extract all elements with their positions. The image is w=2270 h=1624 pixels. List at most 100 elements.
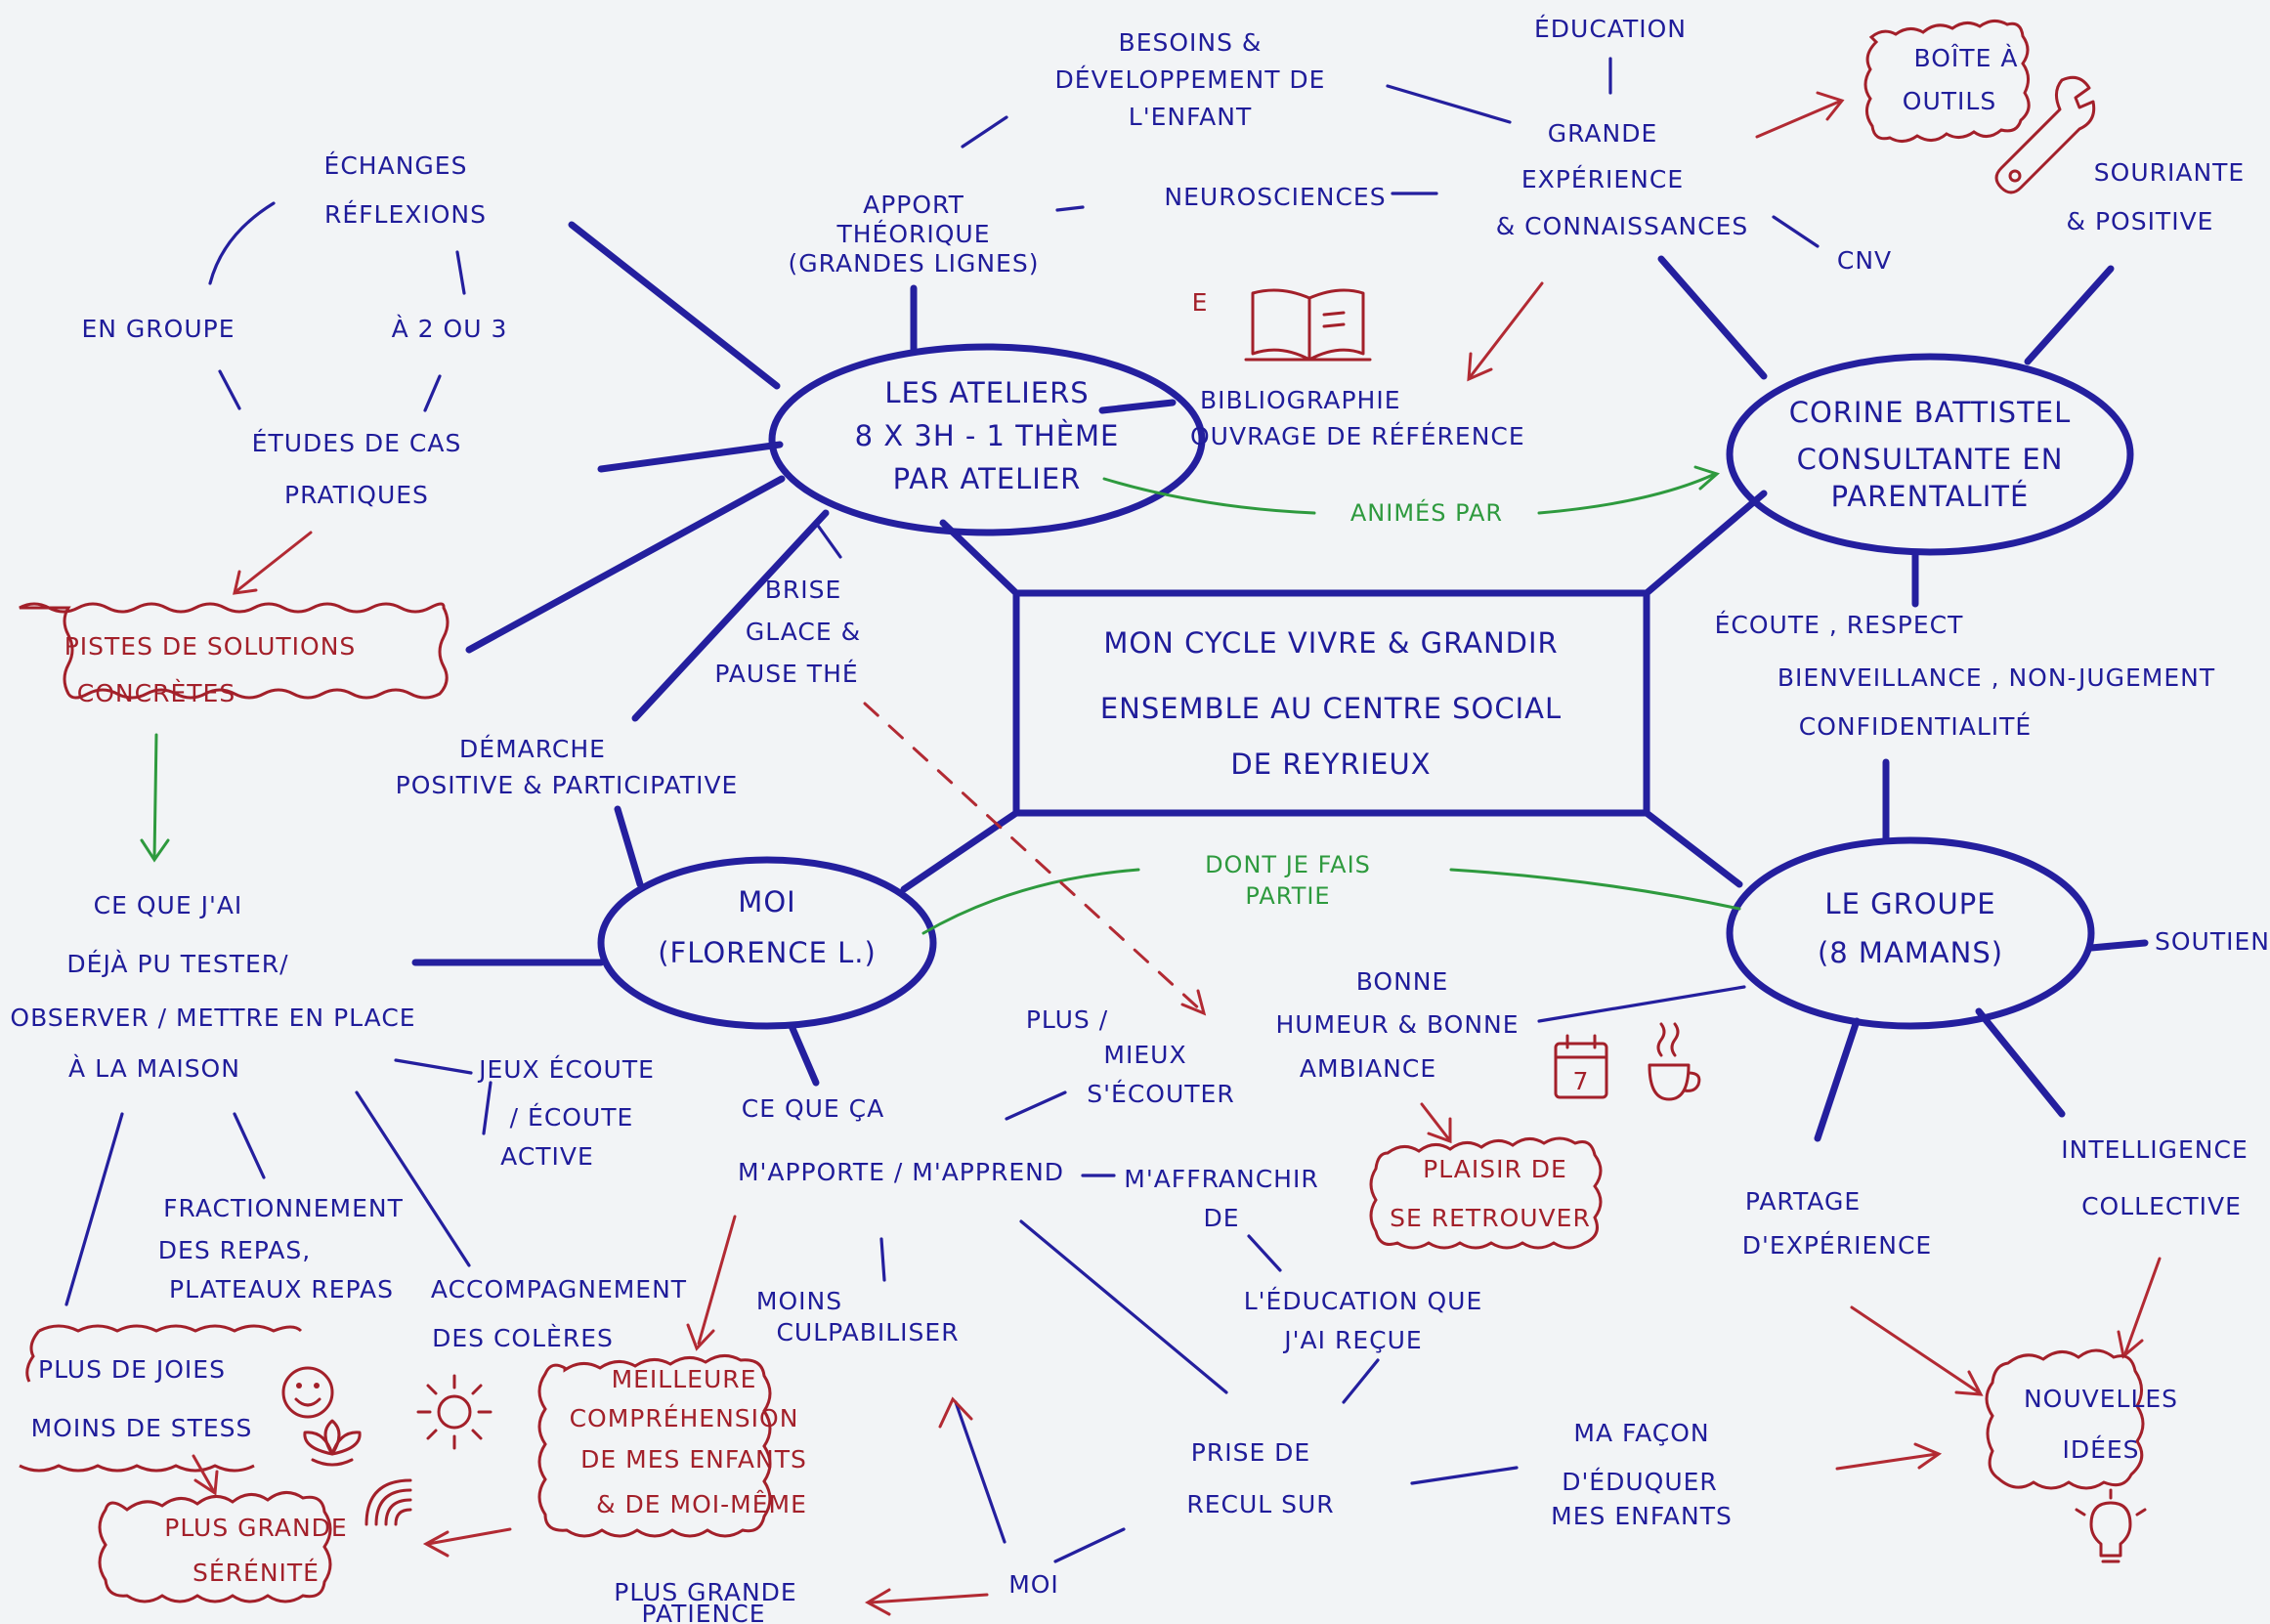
apport-line-2: théorique	[835, 220, 990, 248]
center-line-3: de reyrieux	[1230, 748, 1431, 781]
corine-branches: Éducation Grande expérience & connaissan…	[1386, 15, 2245, 741]
meilleure-line-1: Meilleure	[612, 1365, 757, 1393]
serenite-cloud: Plus grande sérénité	[98, 1491, 512, 1603]
moi-line-2: (Florence L.)	[658, 936, 877, 969]
smiley-icon	[281, 1366, 334, 1419]
echanges-cluster: Échanges réflexions En groupe À 2 ou 3 É…	[81, 151, 506, 509]
ateliers-node: Les ateliers 8 x 3h - 1 thème par atelie…	[465, 221, 1206, 722]
echanges-line-1: Échanges	[324, 151, 468, 180]
brise-line-3: pause thé	[714, 660, 858, 688]
book-mark: E	[1192, 288, 1209, 317]
cnv-label: CNV	[1837, 246, 1892, 275]
brise-cluster: Brise glace & pause thé Démarche positiv…	[396, 576, 1207, 1016]
apport-line-1: Apport	[863, 191, 964, 219]
en-groupe-label: En groupe	[81, 315, 235, 343]
sun-icon	[416, 1374, 493, 1450]
center-line-2: ensemble au centre social	[1100, 692, 1562, 725]
pistes-line-1: Pistes de solutions	[64, 632, 357, 661]
partage-line-2: d'expérience	[1742, 1231, 1932, 1260]
meilleure-cloud: Meilleure compréhension de mes enfants &…	[537, 1354, 807, 1538]
plus-mieux-line-1: Plus /	[1026, 1005, 1108, 1034]
besoins-line-2: développement de	[1055, 65, 1326, 94]
corine-line-3: parentalité	[1831, 480, 2030, 513]
education-label: Éducation	[1534, 15, 1687, 43]
jeux-line-3: active	[500, 1142, 594, 1171]
ce-que-jai-line-1: Ce que j'ai	[94, 891, 243, 919]
plaisir-line-2: se retrouver	[1390, 1204, 1591, 1232]
intelligence-line-2: collective	[2081, 1192, 2242, 1220]
neuro-label: Neurosciences	[1164, 183, 1386, 211]
groupe-line-2: (8 mamans)	[1818, 936, 2003, 969]
ce-que-jai-line-3: observer / mettre en place	[10, 1004, 415, 1032]
plus-mieux-line-2: mieux	[1103, 1041, 1186, 1069]
boite-line-2: outils	[1903, 87, 1996, 115]
ateliers-line-3: par atelier	[893, 462, 1082, 495]
biblio-line-2: ouvrage de référence	[1190, 422, 1525, 450]
green-links: Animés par Dont je fais partie	[921, 465, 1741, 935]
meilleure-line-2: compréhension	[570, 1404, 799, 1432]
bonne-line-1: Bonne	[1356, 967, 1449, 996]
accomp-line-1: Accompagnement	[431, 1275, 687, 1303]
boite-cloud: Boîte à outils	[1863, 20, 2031, 143]
lightbulb-icon	[2075, 1488, 2147, 1563]
biblio-line-1: Bibliographie	[1200, 386, 1401, 414]
corine-line-1: Corine Battistel	[1789, 396, 2072, 429]
etudes-line-1: Études de cas	[252, 429, 462, 457]
moi-node: Moi (Florence L.)	[411, 805, 937, 1087]
affranchir-line-1: M'affranchir	[1124, 1165, 1318, 1193]
center-line-1: Mon cycle vivre & grandir	[1103, 626, 1558, 660]
moi2-label: Moi	[1008, 1570, 1059, 1599]
bonne-line-2: humeur & bonne	[1275, 1010, 1519, 1039]
intelligence-line-1: Intelligence	[2061, 1135, 2249, 1164]
groupe-line-1: Le groupe	[1824, 887, 1995, 920]
meilleure-line-4: & de moi-même	[596, 1490, 807, 1518]
fraction-line-1: Fractionnement	[163, 1194, 404, 1222]
joies-cloud: Plus de joies moins de stess	[19, 1324, 303, 1496]
ateliers-line-2: 8 x 3h - 1 thème	[855, 419, 1120, 452]
besoins-line-1: Besoins &	[1119, 28, 1263, 57]
moins-line-2: culpabiliser	[776, 1318, 959, 1346]
partage-line-1: Partage	[1745, 1187, 1861, 1216]
demarche-line-2: positive & participative	[396, 771, 739, 799]
ecoute-line-1: Écoute , respect	[1715, 611, 1964, 639]
grande-line-1: Grande	[1548, 119, 1658, 148]
calendar-day: 7	[1573, 1067, 1590, 1095]
apporte-cluster: Ce que ça m'apporte / m'apprend Plus / m…	[686, 1005, 1481, 1404]
moi-line-1: Moi	[738, 885, 795, 919]
prise-line-1: Prise de	[1191, 1438, 1310, 1467]
meilleure-line-3: de mes enfants	[580, 1445, 807, 1474]
apporte-line-2: m'apporte / m'apprend	[738, 1158, 1064, 1186]
besoins-line-3: l'enfant	[1129, 103, 1252, 131]
souriante-line-2: & positive	[2067, 207, 2214, 235]
affranchir-line-4: j'ai reçue	[1282, 1326, 1422, 1354]
patience-line-2: patience	[641, 1600, 765, 1624]
flower-icon	[303, 1419, 362, 1467]
ce-que-jai-line-2: déjà pu tester/	[66, 950, 288, 978]
echanges-line-2: réflexions	[324, 200, 487, 229]
ce-que-jai-line-4: à la maison	[68, 1054, 240, 1083]
mafacon-line-2: d'éduquer	[1562, 1468, 1718, 1496]
serenite-line-2: sérénité	[193, 1559, 320, 1587]
animes-par-label: Animés par	[1350, 498, 1503, 527]
brise-line-1: Brise	[765, 576, 842, 604]
ce-que-jai-cluster: Ce que j'ai déjà pu tester/ observer / m…	[10, 891, 687, 1352]
apport-line-3: (grandes lignes)	[789, 249, 1040, 278]
ateliers-line-1: Les ateliers	[884, 376, 1089, 409]
plaisir-line-1: Plaisir de	[1423, 1155, 1567, 1183]
corine-node: Corine Battistel consultante en parental…	[1657, 255, 2134, 608]
accomp-line-2: des colères	[432, 1324, 614, 1352]
souriante-line-1: Souriante	[2094, 158, 2245, 187]
apporte-line-1: Ce que ça	[742, 1094, 884, 1123]
calendar-icon: 7	[1554, 1034, 1608, 1099]
brise-line-2: glace &	[746, 618, 861, 646]
demarche-line-1: Démarche	[459, 735, 606, 763]
affranchir-line-2: de	[1203, 1204, 1239, 1232]
cup-icon	[1648, 1022, 1701, 1101]
pistes-cloud: Pistes de solutions concrètes	[19, 531, 450, 863]
joies-line-1: Plus de joies	[38, 1355, 226, 1384]
bonne-line-3: ambiance	[1300, 1054, 1436, 1083]
pistes-line-2: concrètes	[77, 679, 236, 707]
center-title: Mon cycle vivre & grandir ensemble au ce…	[1100, 626, 1562, 781]
jeux-line-1: Jeux écoute	[477, 1055, 655, 1084]
